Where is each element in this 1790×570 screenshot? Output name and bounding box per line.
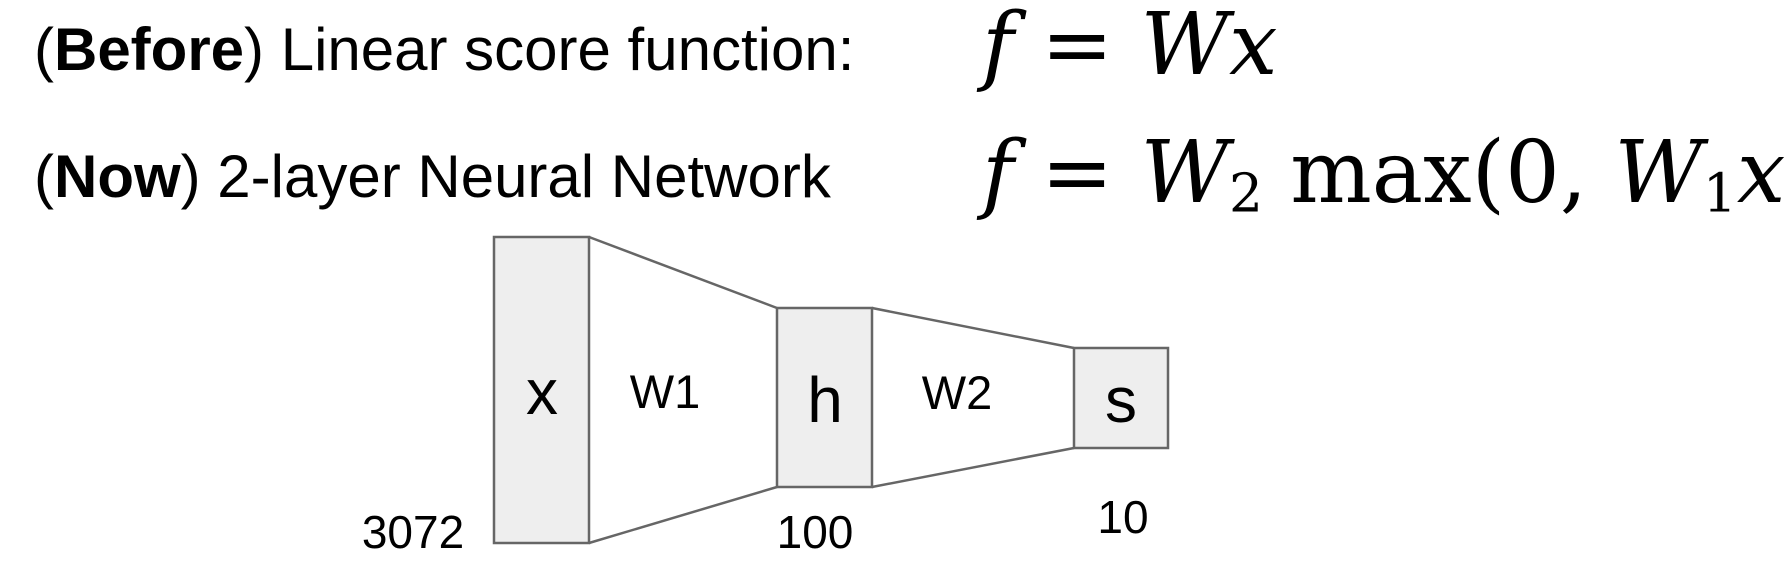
layer-h-size: 100: [777, 506, 854, 558]
formula-f: f: [982, 0, 1014, 95]
formula-W1-subscript: 1: [1702, 162, 1737, 225]
formula-equals: =: [1013, 123, 1141, 223]
layer-x-label: x: [526, 356, 558, 428]
two-layer-formula: f = W2 max(0, W1x): [982, 130, 1790, 220]
now-description: 2-layer Neural Network: [200, 143, 831, 210]
formula-max: max(0,: [1262, 123, 1615, 223]
edge-h-s-bottom: [871, 446, 1075, 489]
layer-s-size: 10: [1097, 491, 1148, 543]
before-tag: Before: [53, 16, 245, 83]
layer-s-box: [1072, 346, 1170, 450]
formula-f: f: [982, 123, 1014, 223]
now-tag: Now: [53, 143, 181, 210]
layer-x-size: 3072: [362, 506, 464, 558]
before-line-label: (Before) Linear score function:: [34, 16, 855, 83]
formula-W2-subscript: 2: [1228, 162, 1263, 225]
formula-x: x: [1736, 123, 1786, 223]
formula-equals: =: [1013, 0, 1141, 95]
formula-W2: W: [1140, 123, 1229, 223]
edge-h-s-top: [871, 306, 1075, 350]
now-line-label: (Now) 2-layer Neural Network: [34, 143, 831, 210]
formula-W: W: [1140, 0, 1229, 95]
edge-x-h-top: [588, 235, 778, 310]
before-description: Linear score function:: [264, 16, 855, 83]
formula-x: x: [1228, 0, 1278, 95]
linear-score-formula: f = Wx: [982, 2, 1278, 88]
weight-W2-label: W2: [922, 366, 993, 419]
formula-W1: W: [1614, 123, 1703, 223]
layer-h-label: h: [807, 364, 843, 436]
layer-s-label: s: [1105, 364, 1137, 436]
weight-W1-label: W1: [630, 365, 701, 418]
layer-x-box: [492, 235, 591, 545]
layer-h-box: [775, 306, 874, 489]
formula-close-paren: ): [1785, 123, 1790, 223]
edge-x-h-bottom: [588, 485, 778, 545]
